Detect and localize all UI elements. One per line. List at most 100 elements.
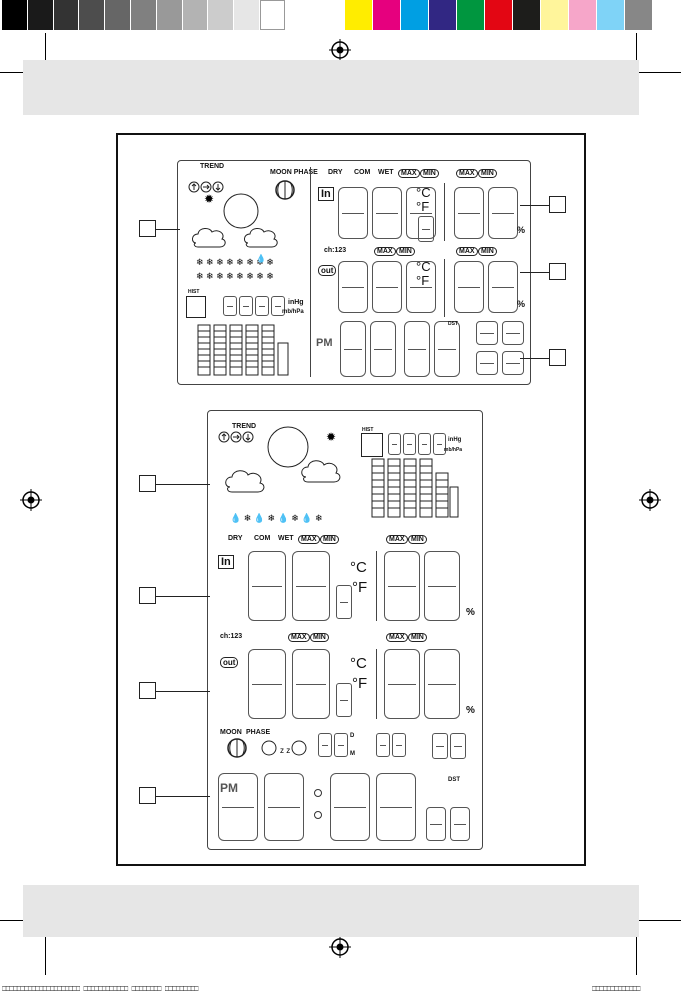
gray-swatch: [182, 0, 208, 30]
dry-label: DRY: [328, 169, 343, 176]
separator: [444, 183, 445, 241]
hist-box: [186, 296, 206, 318]
unit-inhg-label-2: inHg: [448, 437, 462, 443]
callout-line: [156, 596, 210, 597]
registration-mark-icon: [329, 936, 351, 958]
crop-mark: [636, 72, 681, 73]
color-swatch: [625, 0, 652, 30]
callout-line: [156, 691, 210, 692]
percent-label-out-2: %: [466, 705, 475, 716]
hist-box: [361, 433, 383, 457]
color-swatch: [597, 0, 624, 30]
min-label-hum-2: MIN: [408, 535, 427, 544]
callout-line: [520, 358, 549, 359]
unit-inhg-label: inHg: [288, 299, 304, 306]
gray-swatch: [105, 0, 130, 30]
outdoor-label-2: out: [220, 657, 239, 668]
fahrenheit-label-out: °F: [416, 273, 430, 288]
separator: [376, 551, 377, 621]
callout-line: [520, 205, 549, 206]
com-label: COM: [354, 169, 371, 176]
alarm-clock-icon: z z: [261, 740, 307, 756]
wet-label: WET: [378, 169, 394, 176]
gray-swatch: [208, 0, 234, 30]
min-label-2: MIN: [320, 535, 339, 544]
color-swatch: [373, 0, 400, 30]
min-label-out-2: MIN: [310, 633, 329, 642]
gray-swatch: [131, 0, 156, 30]
min-label-out-hum: MIN: [478, 247, 497, 256]
callout-box: [549, 263, 566, 280]
registration-mark-icon: [20, 489, 42, 511]
max-label-hum-2: MAX: [386, 535, 408, 544]
dst-label-2: DST: [448, 777, 460, 783]
moon-phase-icon: [227, 738, 247, 758]
crop-mark: [0, 920, 45, 921]
color-swatch: [485, 0, 512, 30]
pressure-history-bargraph: [197, 324, 289, 376]
hist-label: HIST: [188, 289, 200, 295]
fahrenheit-label-2: °F: [352, 579, 368, 596]
percent-label-2: %: [466, 607, 475, 618]
min-label-hum: MIN: [478, 169, 497, 178]
crop-mark: [0, 72, 45, 73]
svg-text:❄ ❄ ❄ ❄ ❄ ❄ ❄ ❄: ❄ ❄ ❄ ❄ ❄ ❄ ❄ ❄: [196, 271, 274, 281]
celsius-label-out: °C: [416, 259, 431, 274]
color-swatch: [345, 0, 372, 30]
gray-swatch: [2, 0, 27, 30]
max-label-out-hum: MAX: [456, 247, 478, 256]
registration-mark-icon: [329, 39, 351, 61]
header-band: [23, 60, 639, 115]
min-label-out-hum-2: MIN: [408, 633, 427, 642]
dst-label: DST: [448, 321, 458, 327]
outdoor-label: out: [318, 265, 337, 276]
lcd-display-compact: TREND MOON PHASE ✹ ❄ ❄ ❄ ❄ ❄ ❄ ❄ ❄ ❄ ❄ ❄…: [177, 160, 531, 385]
svg-text:💧: 💧: [256, 253, 266, 263]
trend-arrows-icon: [218, 431, 254, 443]
registration-mark-icon: [639, 489, 661, 511]
footer-band: [23, 885, 639, 937]
callout-box: [139, 787, 156, 804]
color-swatch: [429, 0, 456, 30]
color-swatch: [401, 0, 428, 30]
callout-box: [139, 475, 156, 492]
day-m-label: M: [350, 751, 355, 757]
indoor-label: In: [318, 187, 334, 201]
percent-label-out: %: [517, 299, 526, 309]
celsius-label-2: °C: [350, 559, 367, 576]
pm-label: PM: [316, 337, 333, 349]
moon-phase-label: MOON PHASE: [270, 169, 318, 176]
min-label: MIN: [420, 169, 439, 178]
pressure-history-bargraph: [371, 458, 459, 518]
channel-label: ch:123: [324, 247, 347, 254]
wet-label-2: WET: [278, 535, 294, 542]
gray-swatch: [260, 0, 285, 30]
color-swatch: [513, 0, 540, 30]
crop-mark: [45, 915, 46, 975]
max-label-out-2: MAX: [288, 633, 310, 642]
trend-label: TREND: [200, 163, 225, 170]
unit-mb-label: mb/hPa: [282, 309, 304, 315]
lcd-display-large: TREND ✹ 💧 ❄ 💧 ❄ 💧 ❄ 💧 ❄ HIST inHg mb/hPa…: [207, 410, 483, 850]
colon-dot: [314, 789, 322, 797]
crop-mark: [636, 915, 637, 975]
crop-mark: [636, 33, 637, 78]
svg-text:z z: z z: [280, 746, 290, 755]
max-label-out-hum-2: MAX: [386, 633, 408, 642]
gray-swatch: [156, 0, 182, 30]
callout-box: [139, 220, 156, 237]
colon-dot: [314, 811, 322, 819]
callout-line: [156, 796, 210, 797]
callout-line: [156, 484, 210, 485]
unit-mb-label-2: mb/hPa: [444, 447, 463, 453]
callout-line: [156, 229, 180, 230]
svg-text:❄ ❄ ❄ ❄ ❄ ❄ ❄ ❄: ❄ ❄ ❄ ❄ ❄ ❄ ❄ ❄: [196, 257, 274, 267]
separator: [376, 649, 377, 719]
color-swatch: [569, 0, 596, 30]
color-swatch: [541, 0, 568, 30]
print-code-right: ⎕⎕⎕⎕⎕⎕⎕⎕⎕⎕⎕⎕⎕: [592, 986, 641, 994]
min-label-out: MIN: [396, 247, 415, 256]
max-label-out: MAX: [374, 247, 396, 256]
celsius-label: °C: [416, 185, 431, 200]
color-swatch: [457, 0, 484, 30]
